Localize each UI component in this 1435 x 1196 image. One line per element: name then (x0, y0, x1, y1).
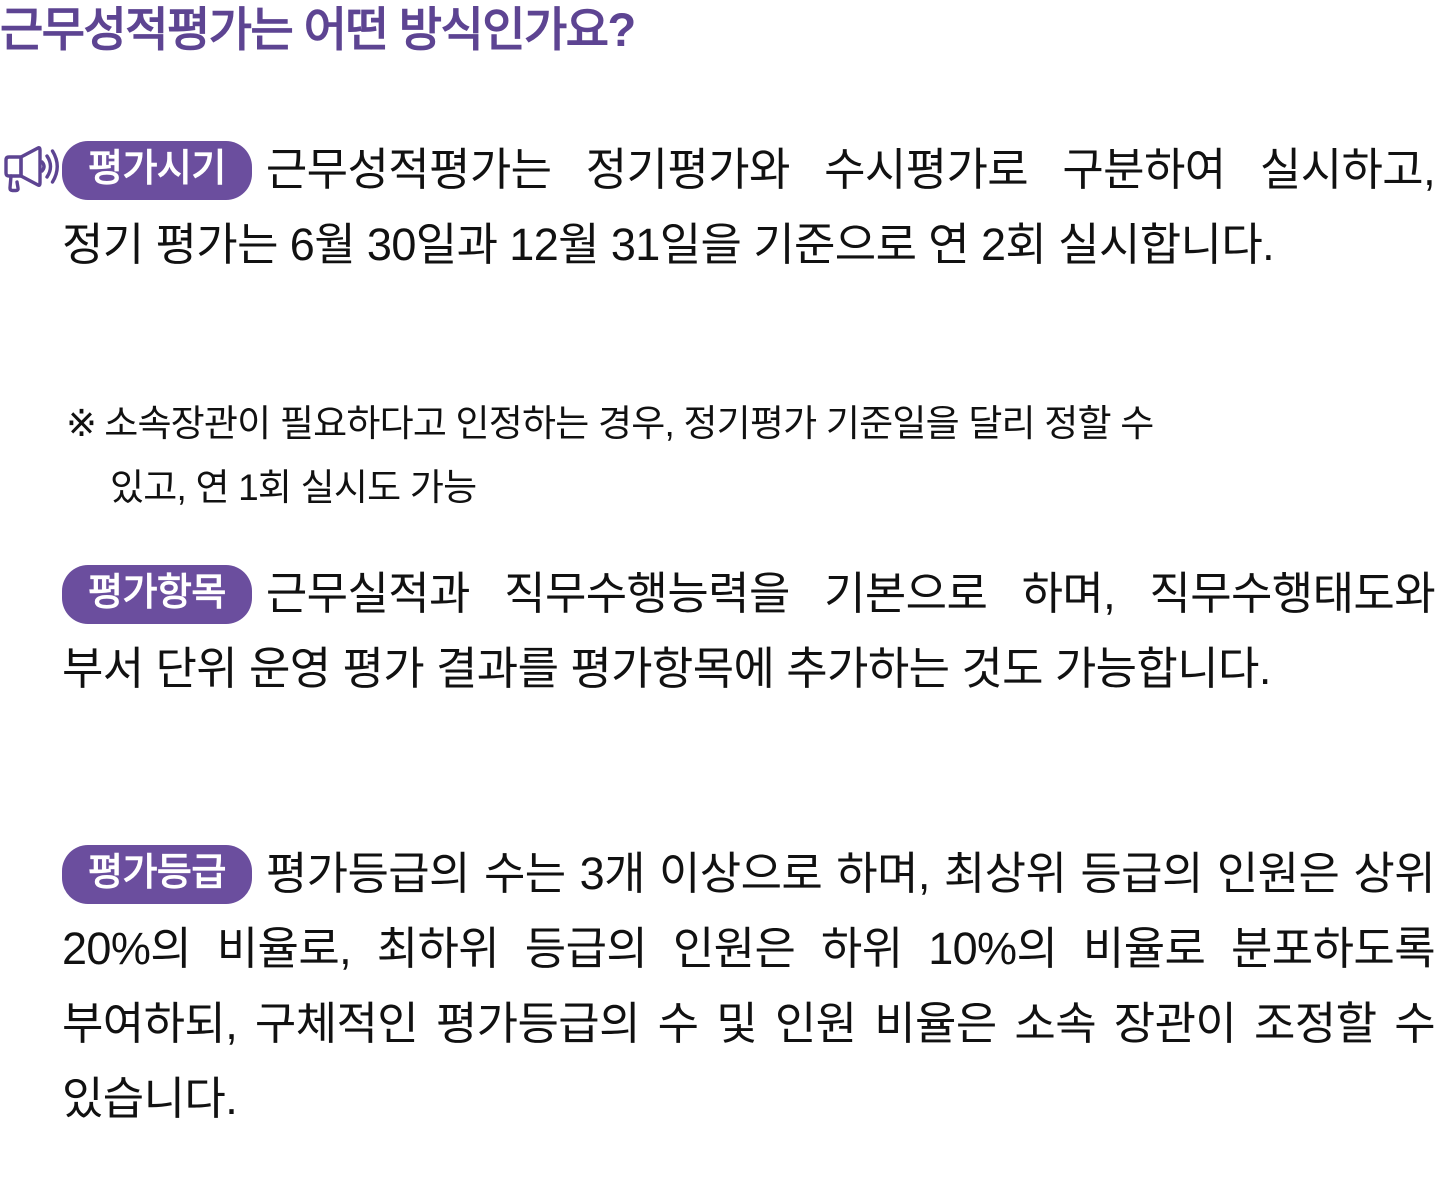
badge-evaluation-grades: 평가등급 (62, 845, 252, 904)
note-line-2: 있고, 연 1회 실시도 가능 (66, 456, 1435, 520)
note-line-1: ※소속장관이 필요하다고 인정하는 경우, 정기평가 기준일을 달리 정할 수 (66, 392, 1435, 456)
note-line-1-text: 소속장관이 필요하다고 인정하는 경우, 정기평가 기준일을 달리 정할 수 (104, 403, 1154, 444)
section-grades-body: 평가등급의 수는 3개 이상으로 하며, 최상위 등급의 인원은 상위 20%의… (62, 848, 1435, 1124)
badge-evaluation-items: 평가항목 (62, 565, 252, 624)
section-timing-body: 근무성적평가는 정기평가와 수시평가로 구분하여 실시하고, 정기 평가는 6월… (62, 144, 1435, 270)
badge-evaluation-timing: 평가시기 (62, 141, 252, 200)
page-title: 근무성적평가는 어떤 방식인가요? (0, 3, 636, 56)
megaphone-icon (2, 143, 60, 195)
section-items-body: 근무실적과 직무수행능력을 기본으로 하며, 직무수행태도와 부서 단위 운영 … (62, 568, 1435, 694)
note-block: ※소속장관이 필요하다고 인정하는 경우, 정기평가 기준일을 달리 정할 수 … (66, 392, 1435, 520)
note-line-2-text: 있고, 연 1회 실시도 가능 (110, 467, 477, 508)
note-mark-icon: ※ (66, 403, 97, 444)
